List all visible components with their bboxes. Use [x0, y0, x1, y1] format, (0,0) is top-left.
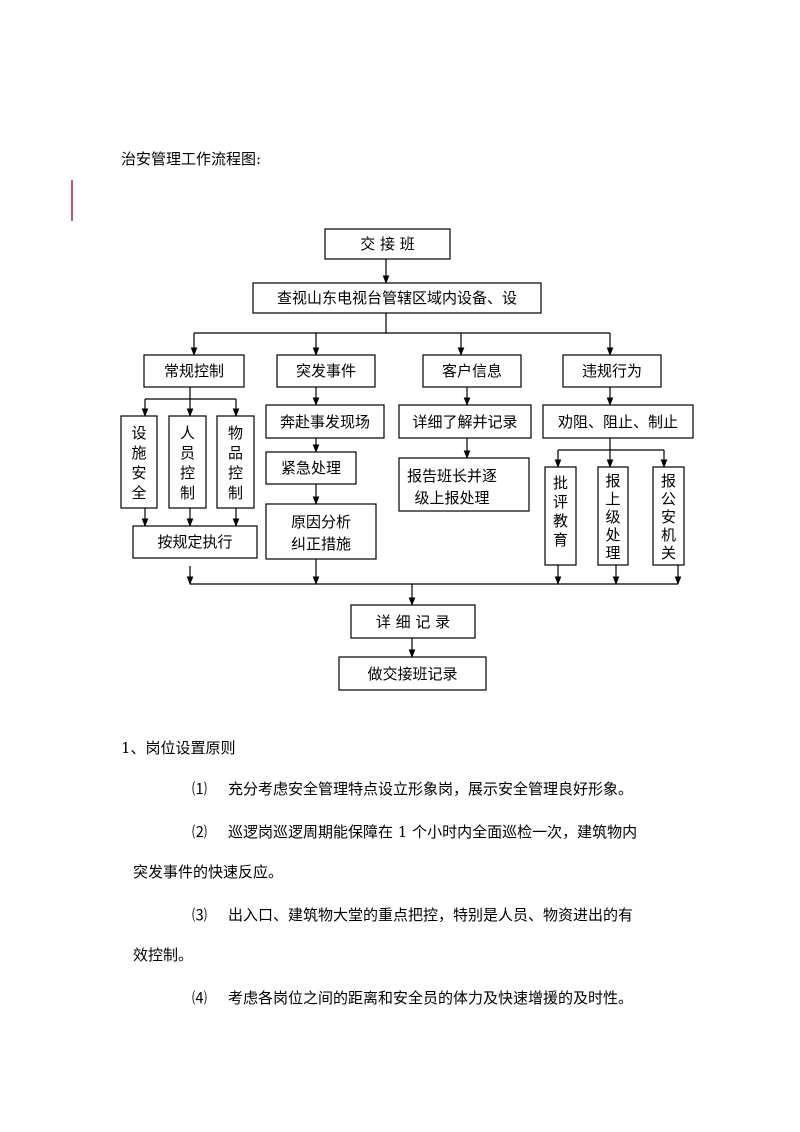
item-text: 充分考虑安全管理特点设立形象岗，展示安全管理良好形象。	[228, 780, 634, 798]
node-personnel-control: 人 员 控 制	[168, 415, 207, 509]
principle-item: ⑷ 考虑各岗位之间的距离和安全员的体力及快速增援的及时性。	[192, 988, 633, 1008]
svg-text:批: 批	[553, 474, 568, 492]
item-text-continued: 突发事件的快速反应。	[133, 863, 284, 881]
svg-text:育: 育	[553, 531, 568, 549]
svg-text:教: 教	[553, 512, 568, 530]
node-criticize-educate: 批 评 教 育	[544, 466, 577, 566]
svg-text:突发事件: 突发事件	[296, 362, 356, 380]
node-detailed-record: 详 细 记 录	[350, 604, 476, 639]
svg-text:原因分析: 原因分析	[291, 513, 351, 531]
section-title: 1、岗位设置原则	[121, 739, 236, 757]
svg-text:公: 公	[661, 490, 676, 508]
svg-text:紧急处理: 紧急处理	[281, 459, 341, 477]
svg-text:物: 物	[228, 424, 243, 442]
item-number: ⑷	[192, 989, 208, 1007]
svg-text:理: 理	[605, 544, 620, 562]
page-title: 治安管理工作流程图:	[121, 150, 262, 168]
svg-text:安: 安	[661, 508, 676, 526]
node-violation: 违规行为	[562, 354, 662, 388]
svg-text:劝阻、阻止、制止: 劝阻、阻止、制止	[558, 413, 678, 431]
svg-text:关: 关	[661, 544, 676, 562]
principle-item: ⑴ 充分考虑安全管理特点设立形象岗，展示安全管理良好形象。	[192, 779, 633, 799]
svg-text:按规定执行: 按规定执行	[157, 533, 232, 551]
svg-text:报告班长并逐: 报告班长并逐	[407, 467, 497, 485]
svg-text:评: 评	[553, 493, 568, 511]
margin-mark	[71, 180, 73, 221]
svg-text:控: 控	[180, 464, 195, 482]
item-text: 巡逻岗巡逻周期能保障在 1 个小时内全面巡检一次，建筑物内	[228, 823, 638, 841]
svg-text:机: 机	[661, 526, 676, 544]
svg-text:查视山东电视台管辖区域内设备、设: 查视山东电视台管辖区域内设备、设	[277, 289, 517, 307]
node-customer: 客户信息	[422, 354, 522, 388]
svg-text:全: 全	[131, 484, 146, 502]
svg-text:级: 级	[605, 508, 620, 526]
svg-text:人: 人	[180, 424, 195, 442]
item-text: 考虑各岗位之间的距离和安全员的体力及快速增援的及时性。	[228, 989, 634, 1007]
svg-text:报: 报	[605, 472, 620, 490]
svg-text:安: 安	[131, 464, 146, 482]
svg-text:品: 品	[228, 444, 243, 462]
svg-text:设: 设	[131, 424, 146, 442]
svg-text:上: 上	[605, 490, 620, 508]
svg-text:交 接 班: 交 接 班	[360, 235, 415, 253]
svg-text:制: 制	[180, 484, 195, 502]
svg-text:详细了解并记录: 详细了解并记录	[412, 413, 517, 431]
node-rush-to-scene: 奔赴事发现场	[265, 404, 385, 439]
svg-text:详 细 记 录: 详 细 记 录	[376, 613, 450, 631]
svg-text:客户信息: 客户信息	[442, 362, 502, 380]
principle-item: ⑵ 巡逻岗巡逻周期能保障在 1 个小时内全面巡检一次，建筑物内	[192, 822, 637, 842]
node-dissuade-stop: 劝阻、阻止、制止	[542, 404, 694, 439]
svg-text:纠正措施: 纠正措施	[291, 535, 351, 553]
node-handover-record: 做交接班记录	[338, 656, 487, 691]
svg-text:违规行为: 违规行为	[582, 362, 642, 380]
node-cause-analysis: 原因分析 纠正措施	[265, 503, 377, 560]
node-emergency-handling: 紧急处理	[265, 451, 357, 485]
svg-text:级上报处理: 级上报处理	[414, 489, 489, 507]
connectors	[141, 259, 682, 658]
svg-text:控: 控	[228, 464, 243, 482]
node-record-details: 详细了解并记录	[398, 404, 532, 439]
node-inspect: 查视山东电视台管辖区域内设备、设	[252, 282, 542, 314]
svg-text:奔赴事发现场: 奔赴事发现场	[280, 413, 370, 431]
svg-text:处: 处	[605, 526, 620, 544]
svg-text:员: 员	[180, 444, 195, 462]
svg-text:做交接班记录: 做交接班记录	[367, 665, 457, 683]
principle-item: ⑶ 出入口、建筑物大堂的重点把控，特别是人员、物资进出的有	[192, 905, 633, 925]
node-execute-per-rules: 按规定执行	[132, 525, 258, 559]
item-number: ⑵	[192, 823, 208, 841]
node-report-police: 报 公 安 机 关	[652, 466, 685, 566]
node-emergency: 突发事件	[276, 354, 376, 388]
svg-text:常规控制: 常规控制	[164, 362, 224, 380]
node-report-upward: 报告班长并逐 级上报处理	[398, 457, 530, 512]
svg-text:制: 制	[228, 484, 243, 502]
item-text: 出入口、建筑物大堂的重点把控，特别是人员、物资进出的有	[228, 906, 634, 924]
svg-text:报: 报	[661, 472, 676, 490]
node-facility-safety: 设 施 安 全	[120, 415, 158, 509]
item-text-continued: 效控制。	[133, 946, 194, 964]
node-routine: 常规控制	[143, 354, 245, 388]
item-number: ⑴	[192, 780, 208, 798]
node-start: 交 接 班	[324, 228, 451, 260]
node-report-superior: 报 上 级 处 理	[597, 466, 629, 566]
svg-text:施: 施	[131, 444, 146, 462]
flowchart: 交 接 班 查视山东电视台管辖区域内设备、设 常规控制 突发事件 客户信息 违规…	[120, 228, 694, 691]
node-goods-control: 物 品 控 制	[216, 415, 255, 509]
item-number: ⑶	[192, 906, 208, 924]
